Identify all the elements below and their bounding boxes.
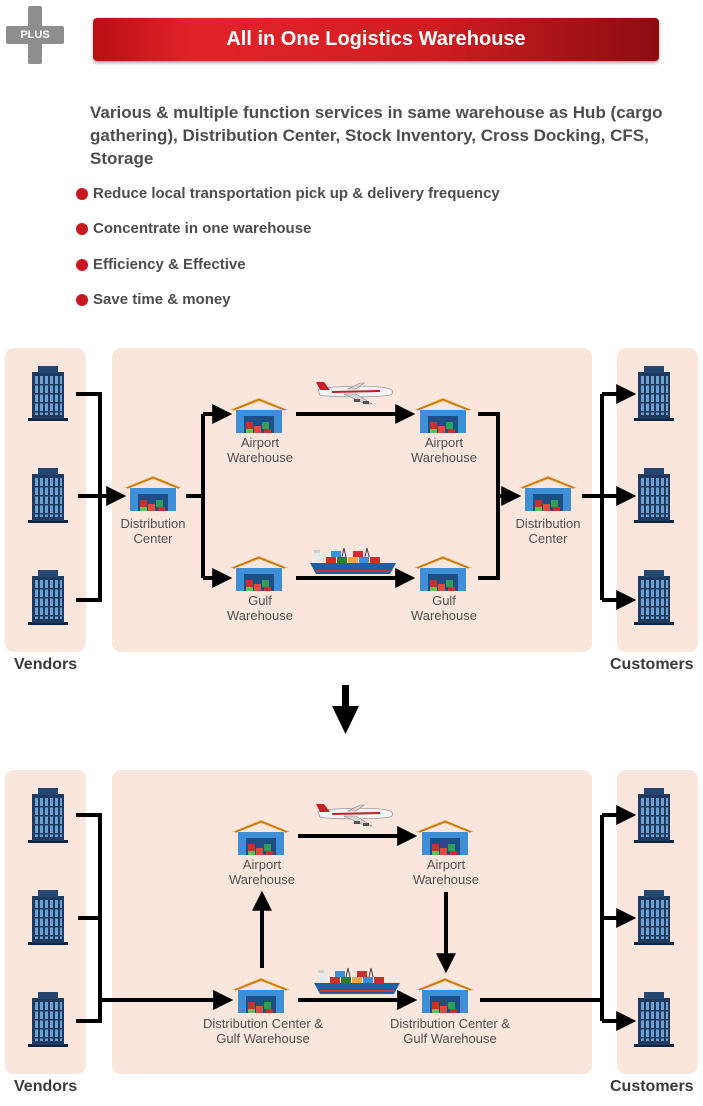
page-title: All in One Logistics Warehouse — [226, 28, 526, 50]
warehouse-icon — [415, 977, 475, 1014]
node-label-gulf-warehouse: Gulf Warehouse — [210, 593, 310, 623]
warehouse-icon — [415, 819, 475, 856]
vendors-label: Vendors — [14, 1078, 78, 1095]
node-label-dc-gulf-warehouse: Distribution Center & Gulf Warehouse — [380, 1016, 520, 1046]
node-label-line: Center — [133, 531, 173, 546]
node-label-line: Gulf Warehouse — [403, 1031, 497, 1046]
warehouse-icon — [518, 475, 578, 512]
vendor-building-icon — [28, 468, 68, 523]
node-label-line: Gulf — [432, 593, 456, 608]
customer-building-icon — [634, 788, 674, 843]
customers-label: Customers — [610, 1078, 694, 1095]
warehouse-icon — [231, 819, 291, 856]
node-label-line: Warehouse — [411, 608, 477, 623]
bullet-dot-icon — [76, 259, 88, 271]
node-label-line: Warehouse — [411, 450, 477, 465]
customer-building-icon — [634, 890, 674, 945]
node-label-line: Distribution — [515, 516, 581, 531]
node-label-gulf-warehouse: Gulf Warehouse — [394, 593, 494, 623]
plus-badge-label: PLUS — [20, 29, 50, 41]
intro-text: Various & multiple function services in … — [90, 103, 663, 168]
node-label-airport-warehouse: Airport Warehouse — [394, 435, 494, 465]
bullet-text: Save time & money — [93, 291, 231, 308]
node-label-line: Warehouse — [227, 608, 293, 623]
node-label-line: Gulf Warehouse — [216, 1031, 310, 1046]
node-label-airport-warehouse: Airport Warehouse — [210, 435, 310, 465]
node-label-line: Distribution Center & — [203, 1016, 323, 1031]
node-label-airport-warehouse: Airport Warehouse — [212, 857, 312, 887]
cargo-ship-icon — [309, 547, 397, 575]
warehouse-icon — [413, 397, 473, 434]
airplane-icon — [315, 803, 394, 827]
node-label-line: Distribution — [120, 516, 186, 531]
node-label-line: Warehouse — [227, 450, 293, 465]
node-label-line: Airport — [242, 857, 282, 872]
cargo-ship-icon — [313, 967, 401, 995]
node-label-line: Gulf — [248, 593, 272, 608]
vendor-building-icon — [28, 992, 68, 1047]
node-label-distribution-center: Distribution Center — [498, 516, 598, 546]
warehouse-icon — [123, 475, 183, 512]
plus-badge: PLUS — [6, 6, 64, 64]
customer-building-icon — [634, 992, 674, 1047]
airplane-icon — [315, 381, 394, 405]
node-label-dc-gulf-warehouse: Distribution Center & Gulf Warehouse — [193, 1016, 333, 1046]
warehouse-icon — [231, 977, 291, 1014]
bullet-text: Reduce local transportation pick up & de… — [93, 185, 500, 202]
vendor-building-icon — [28, 366, 68, 421]
arrow-down-icon — [332, 685, 359, 734]
bullet-dot-icon — [76, 223, 88, 235]
node-label-line: Distribution Center & — [390, 1016, 510, 1031]
node-label-airport-warehouse: Airport Warehouse — [396, 857, 496, 887]
customers-label: Customers — [610, 656, 694, 673]
node-label-line: Warehouse — [413, 872, 479, 887]
customer-building-icon — [634, 366, 674, 421]
warehouse-icon — [229, 555, 289, 592]
node-label-line: Center — [528, 531, 568, 546]
bullet-dot-icon — [76, 188, 88, 200]
top-connectors — [76, 384, 637, 610]
warehouse-icon — [229, 397, 289, 434]
bullet-text: Efficiency & Effective — [93, 256, 246, 273]
node-label-distribution-center: Distribution Center — [103, 516, 203, 546]
vendor-building-icon — [28, 788, 68, 843]
warehouse-panel-bottom — [112, 770, 592, 1074]
bullet-text: Concentrate in one warehouse — [93, 220, 312, 237]
vendors-label: Vendors — [14, 656, 78, 673]
plus-icon-horizontal — [6, 26, 64, 44]
bullet-dot-icon — [76, 294, 88, 306]
title-banner: All in One Logistics Warehouse — [93, 18, 659, 61]
node-label-line: Airport — [240, 435, 280, 450]
customer-building-icon — [634, 570, 674, 625]
node-label-line: Warehouse — [229, 872, 295, 887]
warehouse-icon — [413, 555, 473, 592]
vendor-building-icon — [28, 570, 68, 625]
node-label-line: Airport — [426, 857, 466, 872]
node-label-line: Airport — [424, 435, 464, 450]
customer-building-icon — [634, 468, 674, 523]
bottom-connectors — [76, 805, 637, 1031]
vendor-building-icon — [28, 890, 68, 945]
